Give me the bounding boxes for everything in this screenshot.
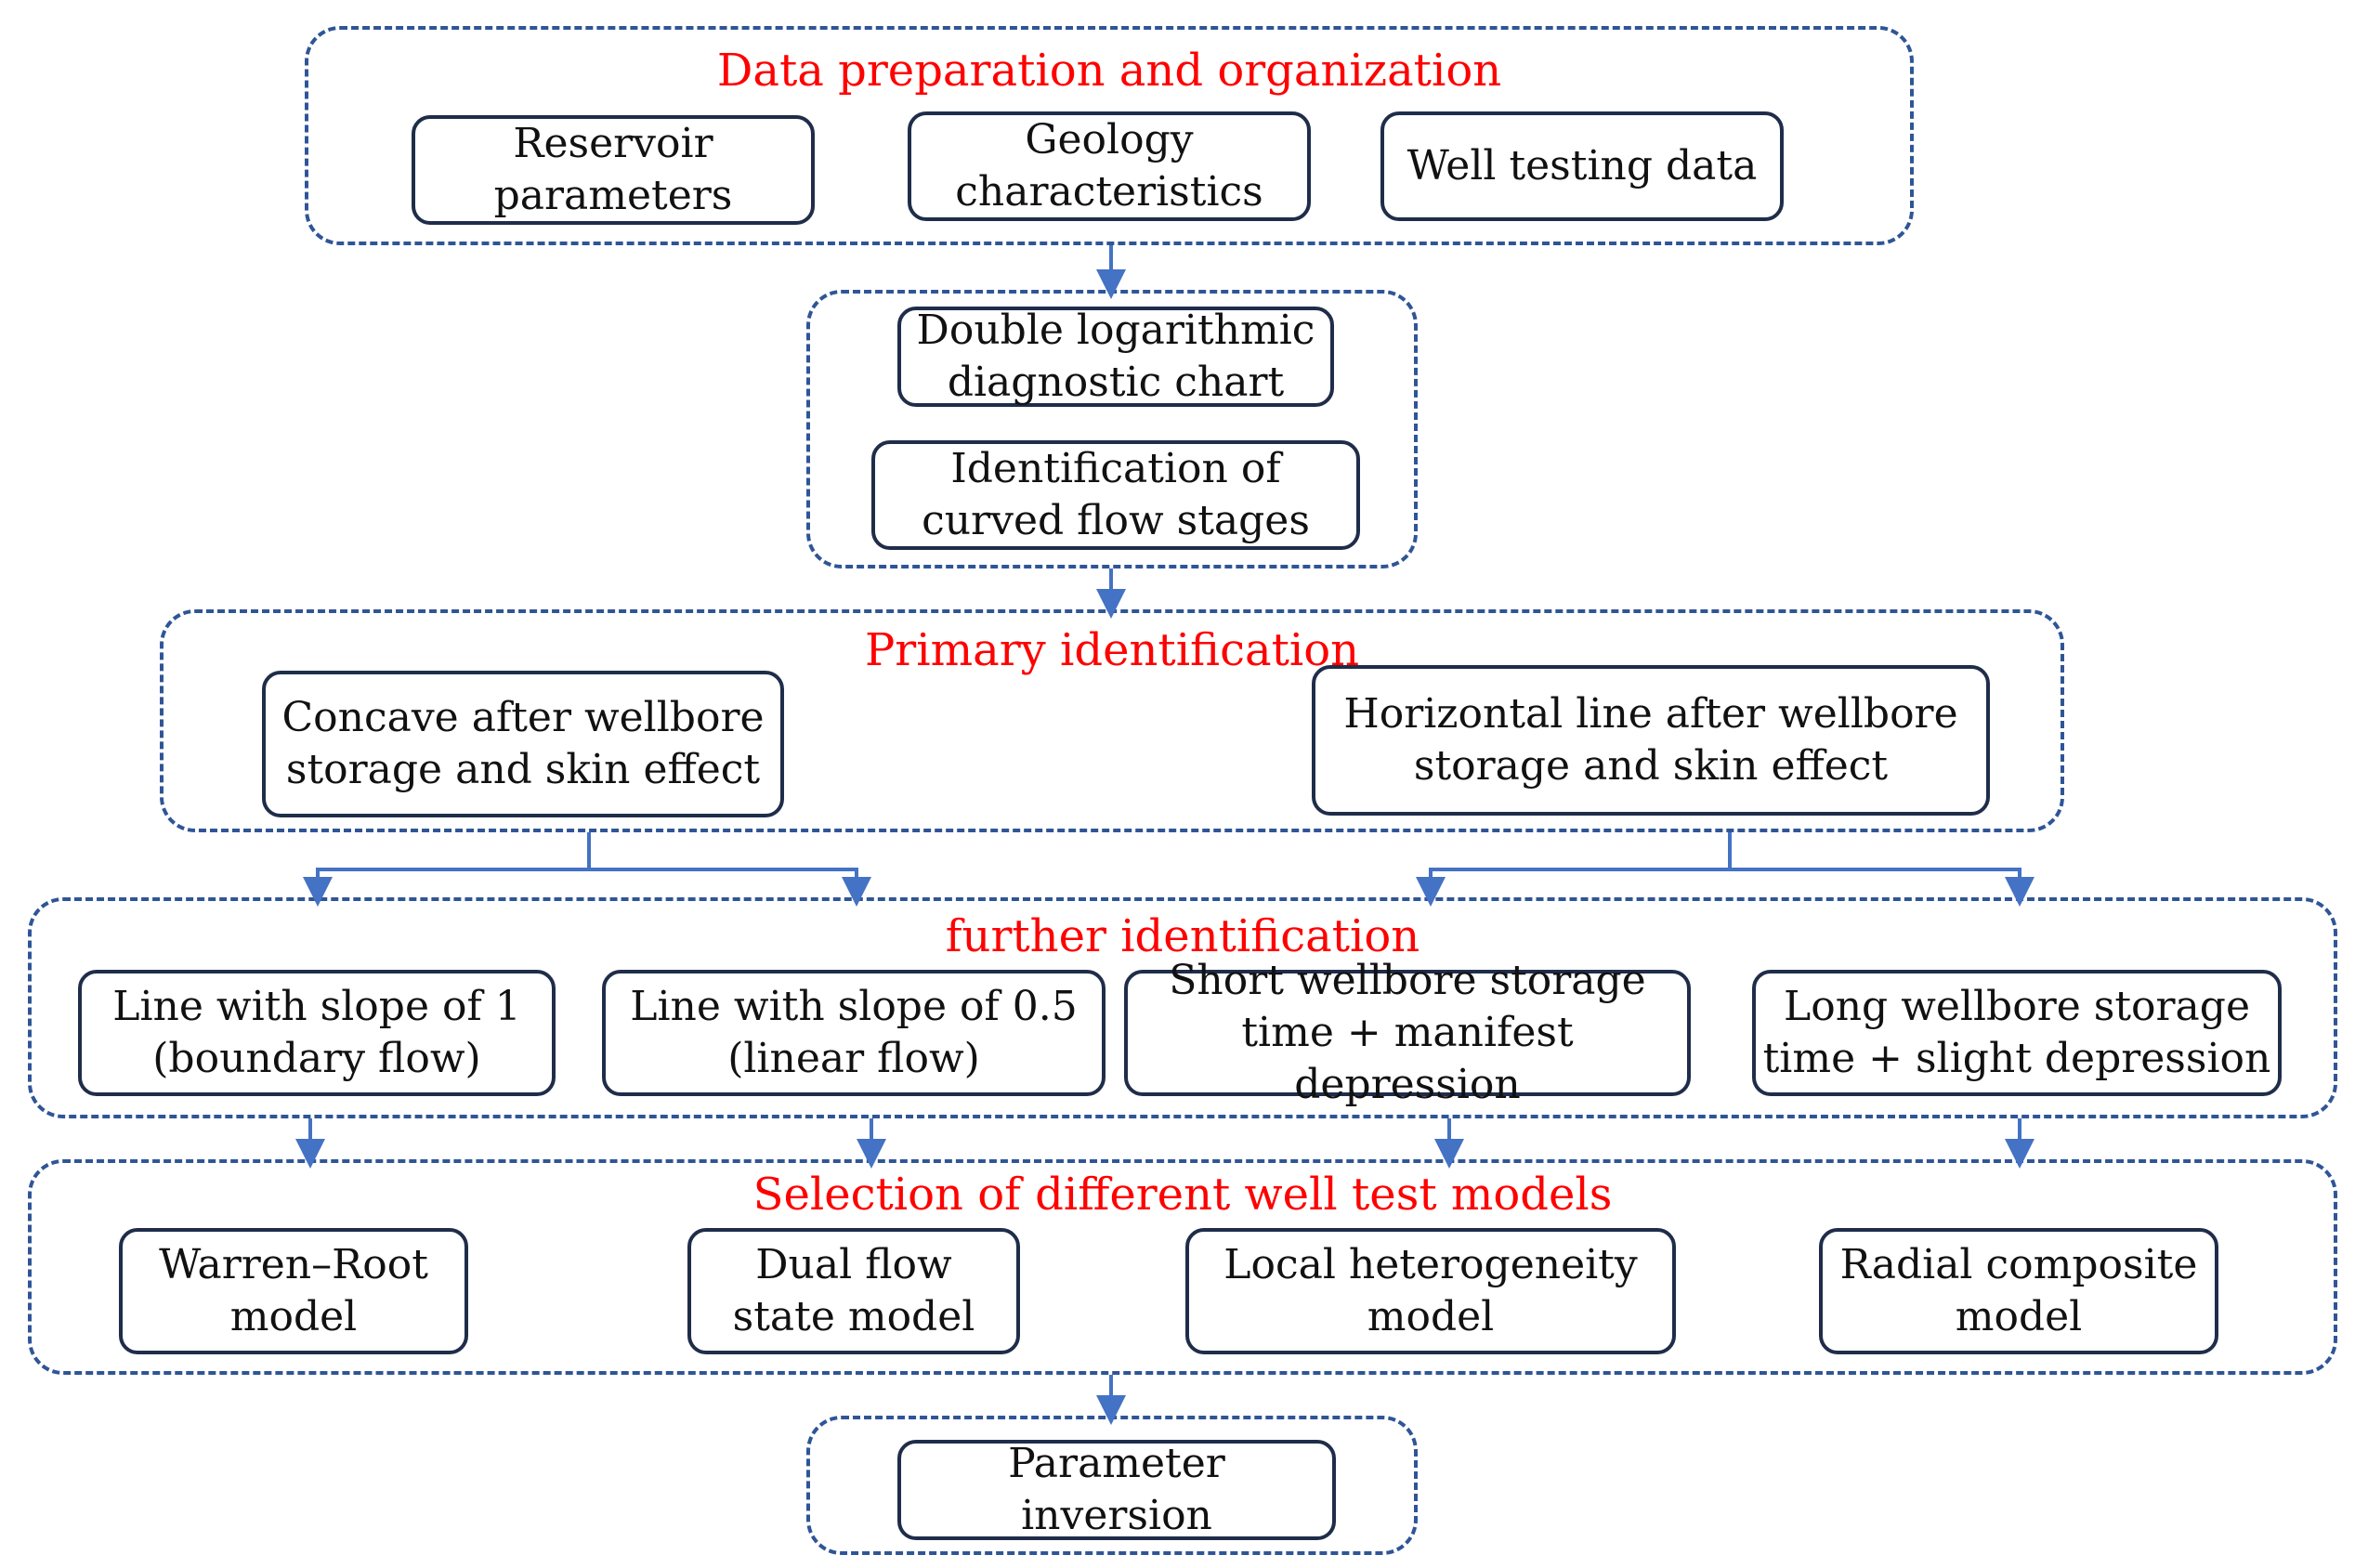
branch-horizontal-right xyxy=(1730,868,2034,907)
box-short-wellbore-storage: Short wellbore storage time + manifest d… xyxy=(1124,957,1691,1108)
box-identification-flow-stages: Identification of curved flow stages xyxy=(871,440,1360,550)
box-warren-root-model: Warren–Root model xyxy=(119,1228,468,1354)
box-label: Identification of curved flow stages xyxy=(922,445,1310,544)
box-slope-0-5-linear-flow: Line with slope of 0.5 (linear flow) xyxy=(602,970,1106,1096)
box-label: Short wellbore storage time + manifest d… xyxy=(1169,957,1646,1108)
box-label: Long wellbore storage time + slight depr… xyxy=(1762,983,2271,1082)
box-label: Horizontal line after wellbore storage a… xyxy=(1343,690,1958,790)
box-label: Double logarithmic diagnostic chart xyxy=(916,307,1315,406)
group-title-model-selection: Selection of different well test models xyxy=(752,1169,1613,1221)
box-slope-1-boundary-flow: Line with slope of 1 (boundary flow) xyxy=(78,970,556,1096)
box-label: Concave after wellbore storage and skin … xyxy=(281,694,765,793)
box-label: Parameter inversion xyxy=(1008,1440,1225,1539)
box-label: Geology characteristics xyxy=(955,116,1263,216)
box-label: Warren–Root model xyxy=(159,1241,428,1340)
box-label: Well testing data xyxy=(1406,142,1758,189)
box-label: Line with slope of 0.5 (linear flow) xyxy=(630,983,1078,1082)
box-label: Radial composite model xyxy=(1839,1241,2198,1340)
box-well-testing-data: Well testing data xyxy=(1380,111,1784,221)
box-label: Dual flow state model xyxy=(732,1241,975,1340)
group-title-data-preparation: Data preparation and organization xyxy=(716,45,1502,97)
box-horizontal-line-after-wellbore: Horizontal line after wellbore storage a… xyxy=(1312,665,1990,816)
box-geology-characteristics: Geology characteristics xyxy=(908,111,1311,221)
box-parameter-inversion: Parameter inversion xyxy=(897,1440,1336,1540)
group-further-identification: further identification xyxy=(28,897,2337,1118)
box-concave-after-wellbore: Concave after wellbore storage and skin … xyxy=(262,671,784,817)
group-model-selection: Selection of different well test models xyxy=(28,1159,2337,1375)
group-data-preparation: Data preparation and organization xyxy=(305,26,1914,245)
branch-concave xyxy=(303,832,591,907)
group-title-further-identification: further identification xyxy=(945,910,1420,962)
box-label: Reservoir parameters xyxy=(493,120,733,219)
branch-horizontal xyxy=(1416,832,1732,907)
box-label: Line with slope of 1 (boundary flow) xyxy=(112,983,521,1082)
box-label: Local heterogeneity model xyxy=(1223,1241,1638,1340)
box-dual-flow-state-model: Dual flow state model xyxy=(687,1228,1020,1354)
box-long-wellbore-storage: Long wellbore storage time + slight depr… xyxy=(1752,970,2282,1096)
branch-concave-right xyxy=(589,868,871,907)
group-title-primary-identification: Primary identification xyxy=(864,624,1360,676)
box-double-logarithmic-chart: Double logarithmic diagnostic chart xyxy=(897,307,1334,407)
box-reservoir-parameters: Reservoir parameters xyxy=(412,115,815,225)
box-radial-composite-model: Radial composite model xyxy=(1819,1228,2218,1354)
box-local-heterogeneity-model: Local heterogeneity model xyxy=(1185,1228,1676,1354)
